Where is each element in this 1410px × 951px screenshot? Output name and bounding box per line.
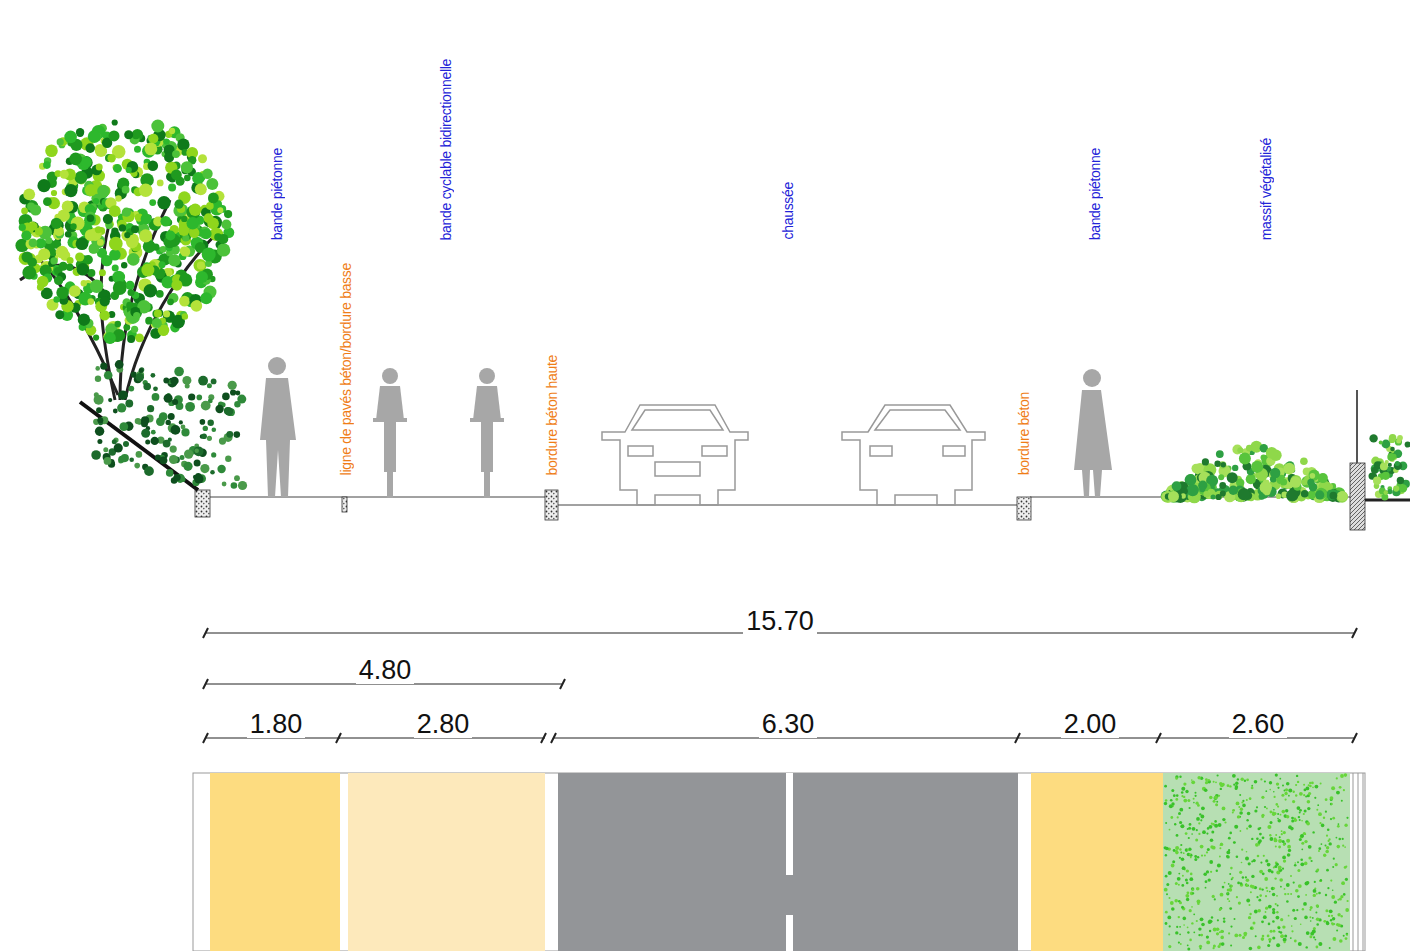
car <box>602 405 985 505</box>
dimension-value: 1.80 <box>247 711 306 738</box>
pedestrian <box>260 357 1112 497</box>
bike-lane-label: bande cyclable bidirectionnelle <box>439 59 453 240</box>
plan-strip <box>193 773 1365 951</box>
shrub <box>1161 434 1410 503</box>
dimension-value: 15.70 <box>743 608 817 635</box>
cyclist <box>373 368 504 498</box>
dimension-value: 2.00 <box>1061 711 1120 738</box>
dimension-line <box>203 628 1357 743</box>
dimension-value: 6.30 <box>759 711 818 738</box>
curb-label: ligne de pavés béton/bordure basse <box>339 263 353 475</box>
dimension-value: 2.80 <box>414 711 473 738</box>
dimension-value: 4.80 <box>356 657 415 684</box>
dimension-value: 2.60 <box>1229 711 1288 738</box>
pedestrian-strip-label: bande piétonne <box>1088 148 1102 240</box>
roadway-label: chaussée <box>781 182 795 240</box>
curb-label: bordure béton haute <box>545 355 559 475</box>
pedestrian-strip-label: bande piétonne <box>270 148 284 240</box>
planted-bed-label: massif végétalisé <box>1259 138 1273 240</box>
curb-label: bordure béton <box>1017 392 1031 475</box>
tree <box>15 119 247 490</box>
